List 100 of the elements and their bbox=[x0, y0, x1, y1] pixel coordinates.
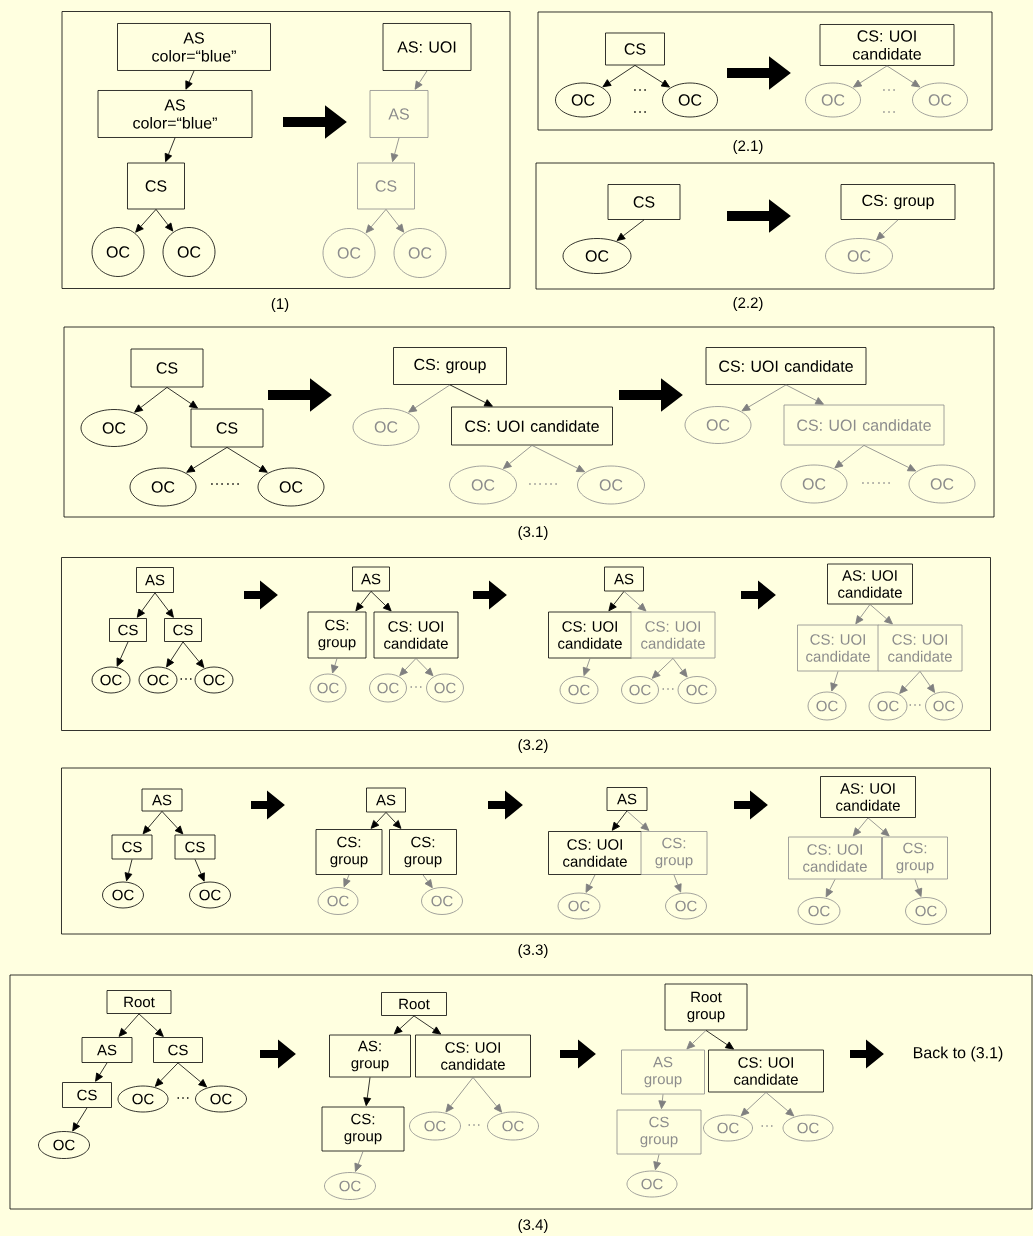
arrow bbox=[331, 658, 339, 674]
arrow bbox=[765, 1092, 795, 1117]
arrow bbox=[138, 1013, 164, 1037]
tree-node-box: CS: UOI candidate bbox=[797, 624, 879, 672]
arrow bbox=[370, 812, 387, 829]
arrow bbox=[899, 671, 921, 694]
arrow bbox=[608, 591, 625, 612]
arrow bbox=[531, 445, 586, 473]
ellipsis-dots: … bbox=[883, 89, 895, 91]
arrow bbox=[830, 671, 839, 692]
arrow bbox=[502, 445, 533, 469]
tree-node-box: CS bbox=[605, 32, 665, 66]
arrow bbox=[863, 445, 917, 472]
arrow bbox=[919, 671, 935, 693]
arrow bbox=[393, 1015, 415, 1035]
tree-node-box: CS: UOI candidate bbox=[415, 1034, 531, 1078]
arrow bbox=[186, 447, 228, 473]
panel-caption: (3.2) bbox=[518, 739, 548, 753]
arrow bbox=[422, 874, 433, 889]
arrow bbox=[370, 591, 392, 612]
arrow bbox=[399, 658, 417, 676]
arrow bbox=[408, 384, 451, 413]
arrow bbox=[449, 384, 493, 407]
arrow bbox=[616, 219, 645, 241]
tree-node-box: CS: group bbox=[307, 611, 367, 659]
arrow bbox=[365, 209, 387, 234]
tree-node-box: CS bbox=[109, 618, 147, 642]
arrow bbox=[611, 810, 628, 831]
tree-node-box: CS: group bbox=[393, 347, 507, 385]
arrow bbox=[855, 604, 871, 625]
tree-node-box: CS: UOI candidate bbox=[783, 404, 945, 446]
tree-node-box: CS: UOI candidate bbox=[708, 1049, 824, 1093]
panel-caption: (2.2) bbox=[733, 297, 763, 311]
arrow bbox=[72, 1107, 88, 1132]
panel-caption: (3.3) bbox=[518, 944, 548, 958]
arrow bbox=[385, 209, 405, 233]
arrow bbox=[124, 859, 133, 882]
ellipsis-dots: …… bbox=[529, 483, 557, 485]
arrow bbox=[582, 658, 591, 676]
tree-node-box: CS: group bbox=[389, 829, 457, 875]
arrow bbox=[852, 817, 869, 837]
tree-node-box: CS: UOI candidate bbox=[877, 624, 963, 672]
arrow bbox=[585, 874, 596, 893]
arrow bbox=[164, 137, 176, 163]
arrow bbox=[853, 65, 888, 88]
arrow bbox=[166, 387, 198, 409]
arrow bbox=[135, 209, 157, 233]
panel-caption: (1) bbox=[271, 298, 289, 312]
tree-node-box: AS: group bbox=[329, 1034, 411, 1078]
tree-node-box: CS bbox=[174, 834, 216, 860]
tree-node-box: AS bbox=[81, 1037, 133, 1063]
arrow bbox=[390, 137, 400, 163]
arrow bbox=[116, 641, 129, 667]
arrow bbox=[134, 387, 168, 413]
tree-node-box: AS bbox=[369, 90, 429, 138]
tree-node-box: AS bbox=[604, 566, 644, 592]
panel-caption: (3.4) bbox=[518, 1219, 548, 1233]
tree-node-box: AS color=“blue” bbox=[117, 23, 271, 71]
arrow bbox=[154, 592, 174, 618]
ellipsis-dots: … bbox=[761, 1125, 773, 1127]
arrow bbox=[673, 874, 682, 893]
arrow bbox=[136, 592, 156, 618]
arrow bbox=[867, 817, 890, 837]
arrow bbox=[785, 384, 824, 405]
arrow bbox=[194, 859, 205, 882]
arrow bbox=[445, 1077, 474, 1113]
tree-node-box: AS: UOI candidate bbox=[820, 776, 916, 818]
arrow bbox=[876, 219, 899, 241]
arrow bbox=[741, 384, 787, 412]
tree-node-box: CS: UOI candidate bbox=[373, 611, 459, 659]
arrow bbox=[415, 658, 434, 677]
panel-caption: (3.1) bbox=[518, 526, 548, 540]
panel-caption: (2.1) bbox=[733, 140, 763, 154]
arrow bbox=[626, 810, 650, 831]
arrow bbox=[834, 445, 865, 469]
arrow bbox=[602, 65, 636, 88]
tree-node-box: CS: UOI candidate bbox=[819, 24, 955, 66]
arrow bbox=[653, 1154, 661, 1171]
arrow bbox=[95, 1062, 108, 1082]
tree-node-box: CS: UOI candidate bbox=[630, 611, 716, 659]
ellipsis-dots: … bbox=[177, 1097, 189, 1099]
tree-node-box: AS bbox=[366, 787, 406, 813]
tree-node-box: CS bbox=[153, 1037, 203, 1063]
tree-node-box: CS bbox=[111, 834, 153, 860]
arrow bbox=[634, 65, 670, 88]
tree-node-box: AS: UOI bbox=[382, 23, 472, 71]
arrow bbox=[343, 874, 351, 888]
tree-node-box: CS: group bbox=[640, 831, 708, 875]
arrow bbox=[869, 604, 893, 625]
tree-node-box: CS: UOI candidate bbox=[548, 831, 642, 875]
arrow bbox=[118, 1013, 140, 1037]
arrow bbox=[672, 658, 688, 678]
tree-node-box: CS: group bbox=[315, 829, 383, 875]
ellipsis-dots: … bbox=[909, 704, 921, 706]
arrow bbox=[686, 1030, 707, 1050]
arrow bbox=[154, 1062, 179, 1087]
back-reference-text: Back to (3.1) bbox=[914, 1046, 1003, 1062]
ellipsis-dots: … bbox=[468, 1124, 480, 1126]
ellipsis-dots: … bbox=[634, 89, 646, 91]
tree-node-box: CS: UOI candidate bbox=[705, 347, 867, 385]
